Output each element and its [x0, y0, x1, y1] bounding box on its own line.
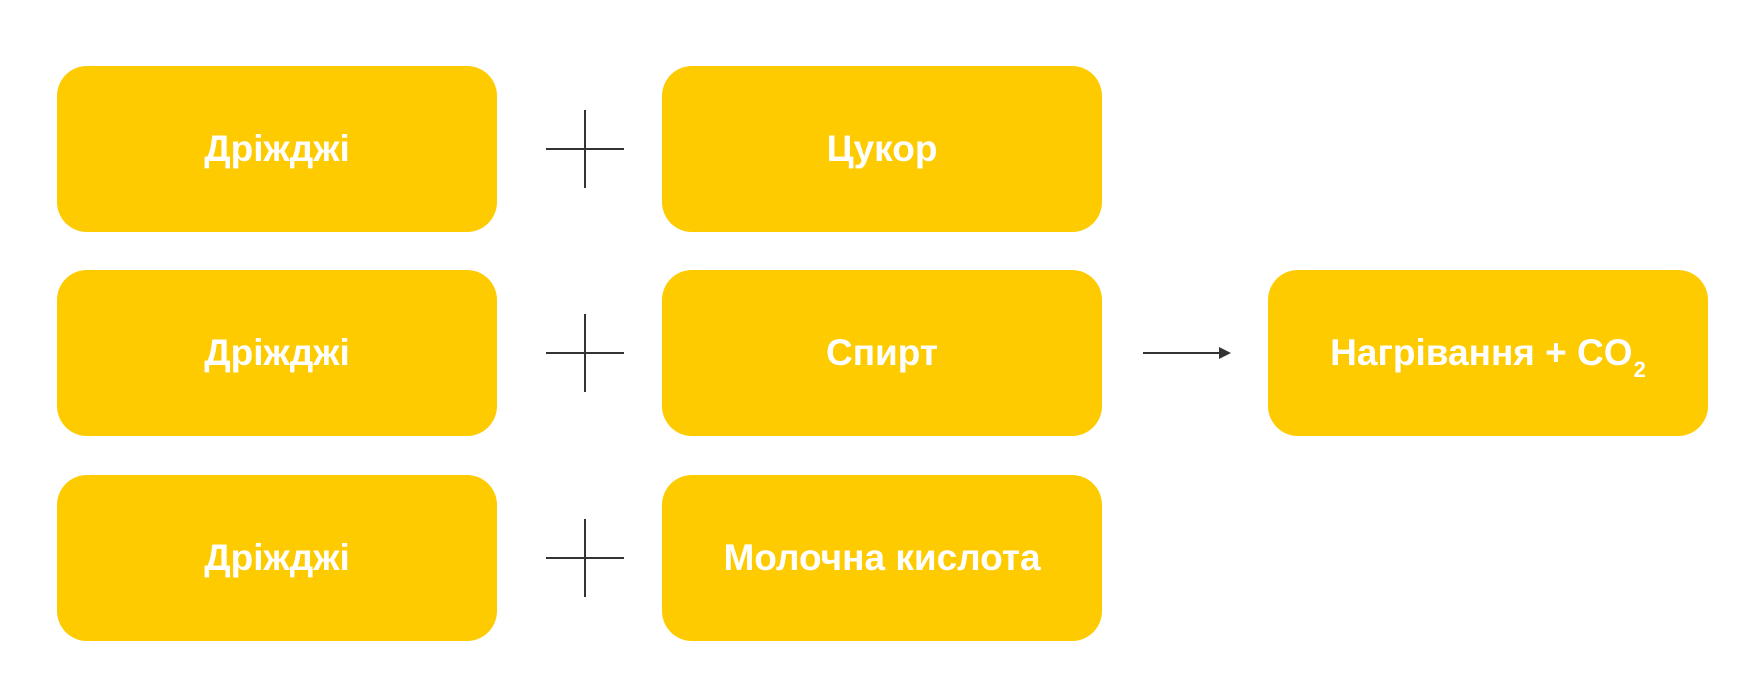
lactic-acid-box: Молочна кислота: [662, 475, 1102, 641]
yeast-box-1: Дріжджі: [57, 66, 497, 232]
sugar-label: Цукор: [826, 128, 938, 169]
alcohol-label: Спирт: [825, 332, 939, 373]
sugar-box: Цукор: [662, 66, 1102, 232]
plus-icon: [546, 519, 624, 597]
plus-icon: [546, 314, 624, 392]
alcohol-box: Спирт: [662, 270, 1102, 436]
plus-icon: [546, 110, 624, 188]
yeast-label-1: Дріжджі: [204, 128, 350, 169]
result-box: Нагрівання + CO2: [1268, 270, 1708, 436]
yeast-label-3: Дріжджі: [204, 537, 350, 578]
lactic-acid-label: Молочна кислота: [723, 537, 1041, 578]
yeast-box-2: Дріжджі: [57, 270, 497, 436]
arrow-right-icon: [1143, 347, 1231, 359]
yeast-box-3: Дріжджі: [57, 475, 497, 641]
result-label: Нагрівання + CO2: [1330, 332, 1646, 382]
result-subscript: 2: [1633, 357, 1646, 382]
yeast-label-2: Дріжджі: [204, 332, 350, 373]
